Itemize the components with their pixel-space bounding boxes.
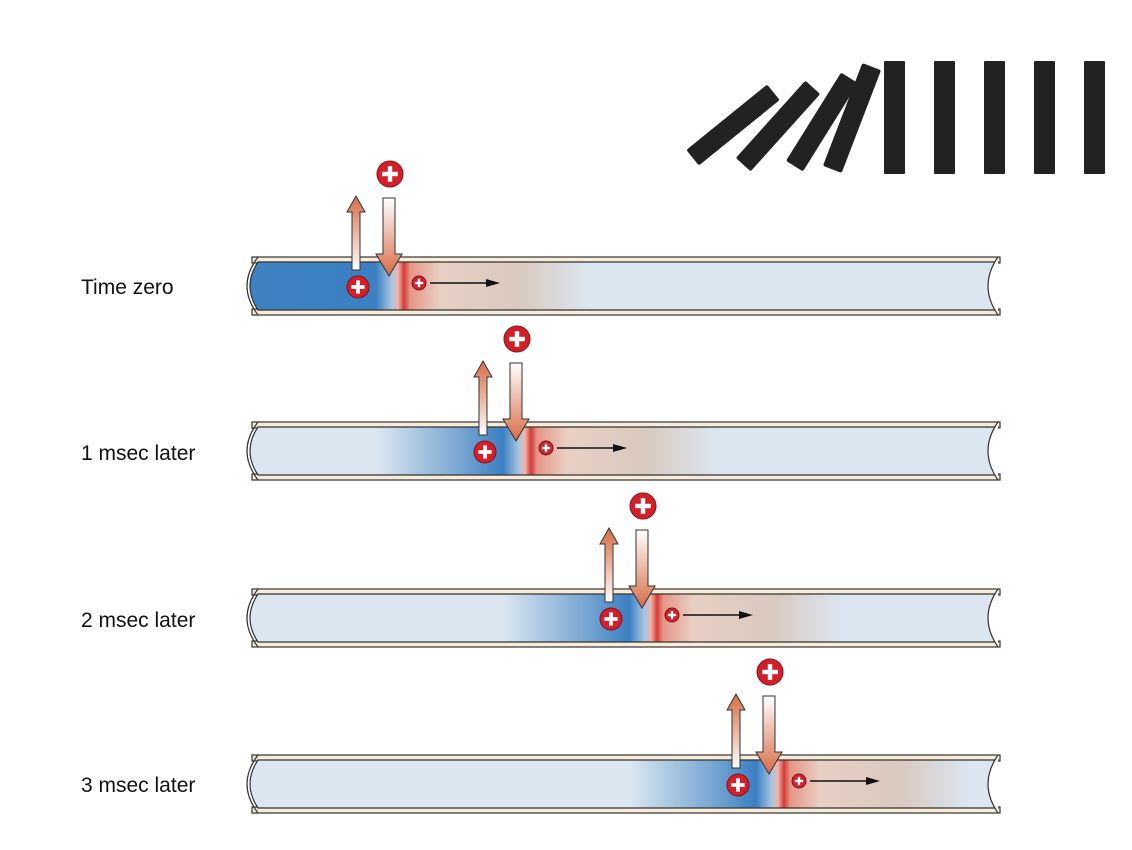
inside-plus-ion-icon <box>473 440 497 464</box>
falling-dominoes-icon <box>687 61 1105 174</box>
outside-plus-ion-icon <box>629 492 657 520</box>
inside-plus-ion-icon <box>599 607 623 631</box>
axon-right-cap <box>987 588 999 648</box>
axon-left-cap <box>246 588 259 648</box>
small-plus-ion-icon <box>664 607 680 623</box>
right-arrow-icon <box>613 444 627 452</box>
row-label-1-msec: 1 msec later <box>81 442 195 465</box>
up-arrow-icon <box>599 526 619 603</box>
domino-standing-2 <box>934 61 955 174</box>
axon-right-cap <box>987 754 999 814</box>
down-arrow-icon <box>375 197 403 277</box>
axon-right-cap <box>987 421 999 481</box>
domino-fallen-1 <box>687 85 779 165</box>
small-plus-ion-icon <box>538 440 554 456</box>
up-arrow-icon <box>726 692 746 769</box>
axon-left-cap <box>246 754 259 814</box>
axon-interior <box>249 759 1000 809</box>
axon-right-cap <box>987 256 999 316</box>
row-label-2-msec: 2 msec later <box>81 609 195 632</box>
axon-row-2 <box>246 492 1001 648</box>
down-arrow-icon <box>628 529 656 609</box>
row-label-3-msec: 3 msec later <box>81 774 195 797</box>
axon-interior <box>249 593 1000 643</box>
up-arrow-icon <box>473 359 493 436</box>
outside-plus-ion-icon <box>376 160 404 188</box>
domino-standing-5 <box>1084 61 1105 174</box>
axon-row-3 <box>246 658 1001 814</box>
axon-left-cap <box>246 421 259 481</box>
domino-fallen-4 <box>823 63 881 173</box>
inside-plus-ion-icon <box>346 275 370 299</box>
inside-plus-ion-icon <box>726 773 750 797</box>
axon-interior <box>249 426 1000 476</box>
right-arrow-icon <box>739 611 753 619</box>
small-plus-ion-icon <box>791 773 807 789</box>
row-label-time-zero: Time zero <box>81 276 174 299</box>
domino-fallen-2 <box>736 81 820 171</box>
outside-plus-ion-icon <box>756 658 784 686</box>
small-plus-ion-icon <box>411 275 427 291</box>
axon-left-cap <box>246 256 259 316</box>
down-arrow-icon <box>755 695 783 775</box>
axon-row-1 <box>246 325 1001 481</box>
down-arrow-icon <box>502 362 530 442</box>
axon-row-0 <box>246 160 1001 316</box>
outside-plus-ion-icon <box>503 325 531 353</box>
domino-fallen-3 <box>786 73 858 171</box>
domino-standing-3 <box>984 61 1005 174</box>
right-arrow-icon <box>866 777 880 785</box>
domino-standing-1 <box>884 61 905 174</box>
up-arrow-icon <box>346 194 366 271</box>
right-arrow-icon <box>486 279 500 287</box>
domino-standing-4 <box>1034 61 1055 174</box>
